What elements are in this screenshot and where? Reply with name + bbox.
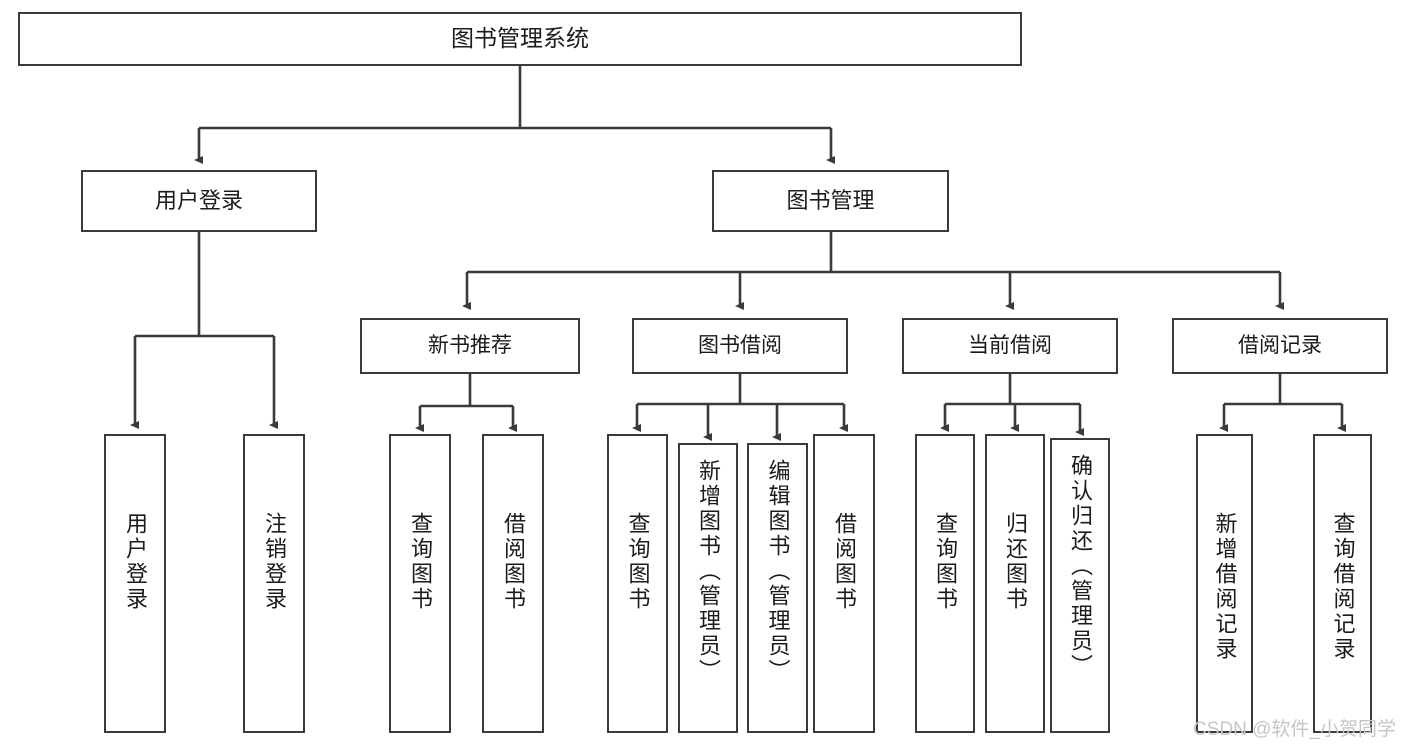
node-borrow-record-label: 借阅记录 [1238, 333, 1322, 357]
leaf-confirm-return[interactable]: 确认归还（管理员） [1050, 438, 1110, 733]
node-root[interactable]: 图书管理系统 [18, 12, 1022, 66]
leaf-user-login-label: 用户登录 [123, 512, 148, 612]
node-user-login-label: 用户登录 [154, 188, 243, 214]
watermark-text: CSDN @软件_小贺同学 [1193, 719, 1396, 740]
leaf-add-record-label: 新增借阅记录 [1212, 512, 1238, 662]
leaf-user-login[interactable]: 用户登录 [104, 434, 166, 733]
leaf-borrow-book-1[interactable]: 借阅图书 [482, 434, 544, 733]
leaf-query-record-label: 查询借阅记录 [1330, 512, 1356, 662]
node-current-borrow-label: 当前借阅 [968, 333, 1052, 357]
leaf-confirm-return-label: 确认归还（管理员） [1068, 454, 1093, 679]
leaf-borrow-book-1-label: 借阅图书 [501, 512, 526, 612]
node-root-label: 图书管理系统 [451, 25, 589, 52]
node-new-book-recommend[interactable]: 新书推荐 [360, 318, 580, 374]
leaf-return-book[interactable]: 归还图书 [985, 434, 1045, 733]
leaf-add-record[interactable]: 新增借阅记录 [1196, 434, 1253, 733]
leaf-edit-book[interactable]: 编辑图书（管理员） [747, 443, 808, 733]
leaf-query-book-3[interactable]: 查询图书 [915, 434, 975, 733]
leaf-borrow-book-2[interactable]: 借阅图书 [813, 434, 875, 733]
leaf-edit-book-label: 编辑图书（管理员） [765, 459, 791, 684]
leaf-borrow-book-2-label: 借阅图书 [832, 512, 857, 612]
leaf-logout-login-label: 注销登录 [262, 512, 287, 612]
node-book-management-label: 图书管理 [786, 188, 875, 214]
leaf-query-book-1-label: 查询图书 [408, 512, 433, 612]
leaf-query-book-2-label: 查询图书 [625, 512, 651, 612]
leaf-return-book-label: 归还图书 [1003, 512, 1028, 612]
leaf-query-record[interactable]: 查询借阅记录 [1313, 434, 1372, 733]
leaf-add-book[interactable]: 新增图书（管理员） [678, 443, 738, 733]
leaf-add-book-label: 新增图书（管理员） [696, 459, 721, 684]
leaf-query-book-2[interactable]: 查询图书 [607, 434, 668, 733]
leaf-query-book-1[interactable]: 查询图书 [389, 434, 451, 733]
leaf-logout-login[interactable]: 注销登录 [243, 434, 305, 733]
node-book-borrow[interactable]: 图书借阅 [632, 318, 848, 374]
leaf-query-book-3-label: 查询图书 [933, 512, 958, 612]
node-book-borrow-label: 图书借阅 [698, 333, 782, 357]
node-new-book-recommend-label: 新书推荐 [428, 333, 512, 357]
node-book-management[interactable]: 图书管理 [712, 170, 949, 232]
node-current-borrow[interactable]: 当前借阅 [902, 318, 1118, 374]
node-borrow-record[interactable]: 借阅记录 [1172, 318, 1388, 374]
node-user-login[interactable]: 用户登录 [81, 170, 317, 232]
